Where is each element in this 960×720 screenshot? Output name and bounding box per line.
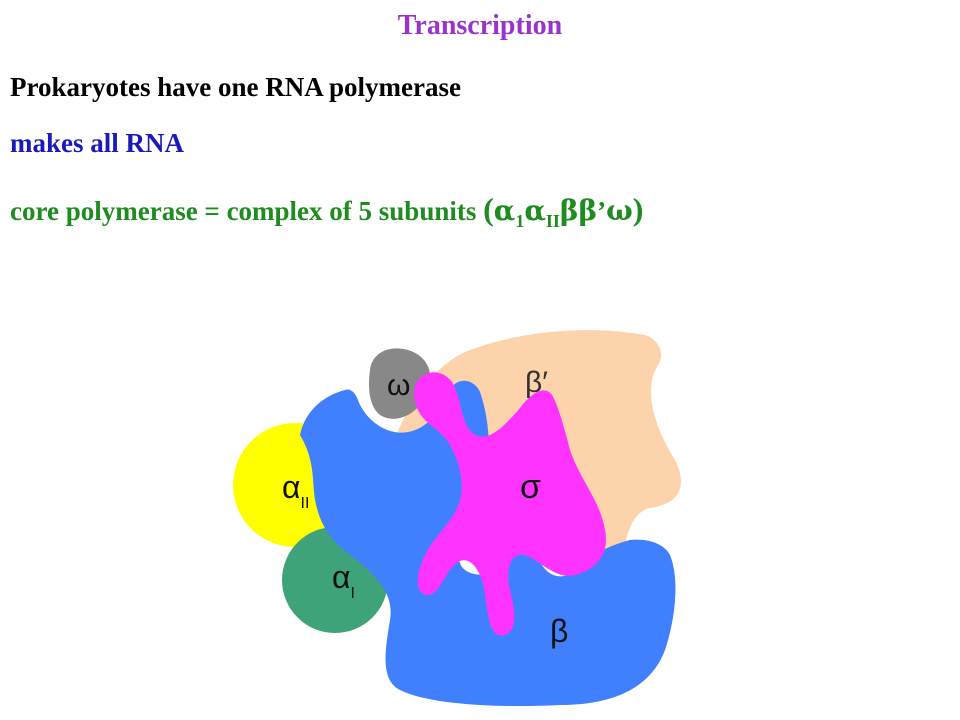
- formula-beta-2: β: [578, 194, 598, 227]
- formula-prime: ’: [597, 196, 607, 226]
- alpha-i-sub: I: [351, 585, 355, 602]
- prokaryotes-line: Prokaryotes have one RNA polymerase: [10, 72, 461, 102]
- formula-beta-1: β: [559, 194, 579, 227]
- core-polymerase-text: core polymerase = complex of 5 subunits: [10, 196, 484, 226]
- core-polymerase-line: core polymerase = complex of 5 subunits …: [10, 192, 643, 231]
- alpha-ii-symbol: α: [282, 469, 301, 505]
- rna-polymerase-diagram: β′ ω αII αI σ β: [233, 330, 681, 707]
- slide-title: Transcription: [397, 10, 563, 41]
- formula-sub-1: 1: [515, 211, 525, 231]
- alpha-i-label: αI: [332, 559, 355, 602]
- omega-label: ω: [387, 369, 410, 402]
- beta-subunit-shape: [300, 380, 676, 707]
- beta-prime-label: β′: [525, 366, 548, 399]
- formula-sub-2: II: [545, 211, 560, 231]
- alpha-ii-label: αII: [282, 469, 309, 512]
- makes-all-rna-line: makes all RNA: [10, 128, 184, 158]
- alpha-ii-sub: II: [301, 495, 310, 512]
- formula-alpha-2: α: [524, 194, 546, 227]
- formula-close-paren: ): [632, 191, 644, 227]
- formula-alpha-1: α: [493, 194, 516, 227]
- alpha-i-symbol: α: [332, 559, 351, 595]
- beta-label: β: [550, 613, 568, 649]
- formula-omega: ω: [606, 194, 633, 227]
- sigma-label: σ: [520, 468, 541, 506]
- sigma-subunit-shape: [414, 372, 606, 636]
- formula-open-paren: (: [483, 191, 494, 227]
